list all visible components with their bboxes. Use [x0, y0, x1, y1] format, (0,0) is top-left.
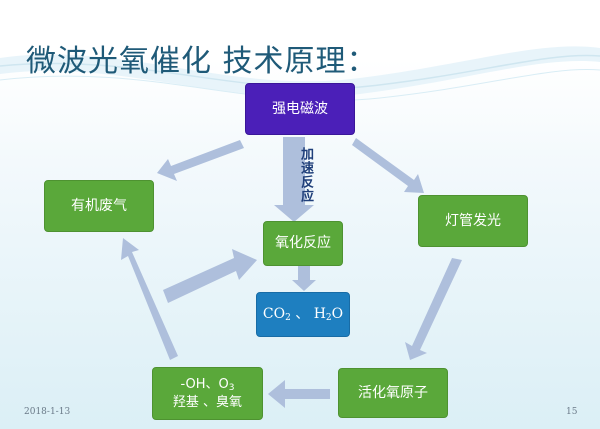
node-lamp-light: 灯管发光	[418, 195, 528, 247]
node-active-oxygen: 活化氧原子	[338, 368, 448, 418]
node-em-wave-label: 强电磁波	[272, 100, 328, 117]
accelerate-label: 加速反应	[298, 147, 313, 203]
node-products-label: CO2 、 H2O	[262, 305, 344, 323]
node-products: CO2 、 H2O	[256, 292, 350, 337]
node-active-oxygen-label: 活化氧原子	[358, 384, 428, 401]
node-oxidation-label: 氧化反应	[275, 235, 331, 252]
node-organic-gas-label: 有机废气	[71, 197, 127, 214]
node-radicals-label: -OH、O3 羟基 、臭氧	[172, 376, 243, 410]
node-organic-gas: 有机废气	[44, 180, 154, 232]
page-number: 15	[566, 407, 578, 417]
node-lamp-light-label: 灯管发光	[445, 212, 501, 229]
node-radicals: -OH、O3 羟基 、臭氧	[152, 367, 263, 420]
footer-date: 2018-1-13	[24, 407, 71, 417]
node-em-wave: 强电磁波	[245, 83, 355, 135]
slide-title: 微波光氧催化 技术原理：	[26, 44, 378, 79]
node-oxidation: 氧化反应	[263, 221, 343, 266]
